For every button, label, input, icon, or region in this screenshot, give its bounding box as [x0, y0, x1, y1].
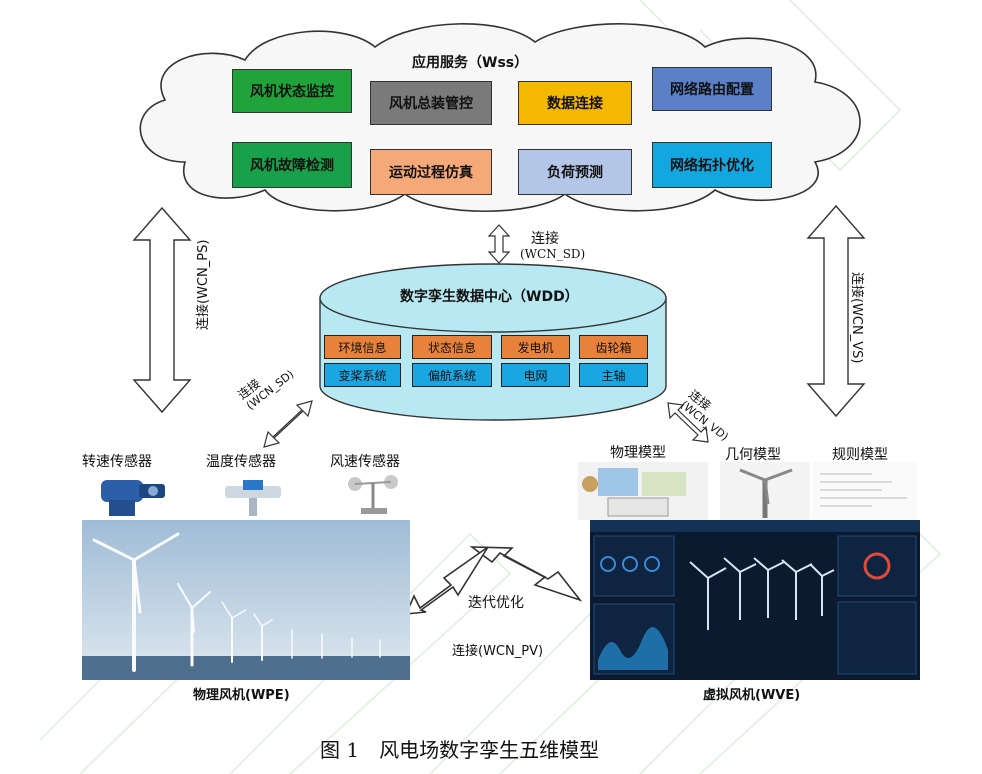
label-connect-sd: 连接 — [531, 231, 559, 247]
dc-gearbox: 齿轮箱 — [579, 335, 648, 359]
sensor-speed-label: 转速传感器 — [82, 454, 152, 470]
dc-pitch-system: 变桨系统 — [324, 363, 401, 387]
model-rule-label: 规则模型 — [832, 447, 888, 463]
dc-main-shaft: 主轴 — [579, 363, 648, 387]
dc-state-info: 状态信息 — [412, 335, 492, 359]
service-data-connection: 数据连接 — [518, 81, 632, 125]
service-load-forecast: 负荷预测 — [518, 149, 632, 195]
arrow-iter — [469, 546, 583, 602]
rule-model-image — [812, 462, 917, 520]
model-geometric-label: 几何模型 — [725, 447, 781, 463]
label-connect-vs: 连接(WCN_VS) — [849, 272, 864, 364]
label-connect-sd-sub: (WCN_SD) — [520, 247, 586, 261]
service-fan-assembly-control: 风机总装管控 — [370, 81, 492, 125]
virtual-fan-label: 虚拟风机(WVE) — [703, 688, 801, 703]
dc-env-info: 环境信息 — [324, 335, 401, 359]
speed-sensor-image — [101, 480, 165, 516]
service-fault-detection: 风机故障检测 — [232, 142, 352, 188]
virtual-fan-dashboard — [590, 520, 920, 680]
services-title: 应用服务（Wss） — [412, 55, 529, 71]
service-fan-status-monitor: 风机状态监控 — [232, 69, 352, 113]
wind-sensor-image — [348, 475, 398, 514]
arrow-ps — [132, 206, 192, 414]
datacenter-cylinder — [319, 263, 667, 421]
arrow-vd — [667, 402, 709, 443]
sensor-wind-label: 风速传感器 — [330, 454, 400, 470]
physical-model-image — [578, 462, 708, 520]
physical-fan-label: 物理风机(WPE) — [193, 688, 290, 703]
label-connect-ps: 连接(WCN_PS) — [196, 239, 211, 330]
label-iteration: 迭代优化 — [468, 595, 524, 611]
physical-windfarm-photo — [82, 520, 410, 680]
sensor-temp-label: 温度传感器 — [206, 454, 276, 470]
service-topology-optimization: 网络拓扑优化 — [652, 142, 772, 188]
figure-caption: 图 1 风电场数字孪生五维模型 — [320, 738, 600, 762]
arrow-sd — [487, 224, 511, 264]
label-connect-pv: 连接(WCN_PV) — [452, 644, 544, 659]
service-network-routing: 网络路由配置 — [652, 67, 772, 111]
dc-yaw-system: 偏航系统 — [412, 363, 492, 387]
dc-grid: 电网 — [501, 363, 570, 387]
datacenter-title: 数字孪生数据中心（WDD） — [400, 289, 579, 305]
temp-sensor-image — [225, 480, 281, 516]
arrow-vs — [806, 204, 866, 418]
arrow-sd2 — [263, 400, 313, 448]
service-motion-simulation: 运动过程仿真 — [370, 149, 492, 195]
geometric-model-image — [720, 462, 810, 520]
model-physical-label: 物理模型 — [610, 445, 666, 461]
dc-generator: 发电机 — [501, 335, 570, 359]
